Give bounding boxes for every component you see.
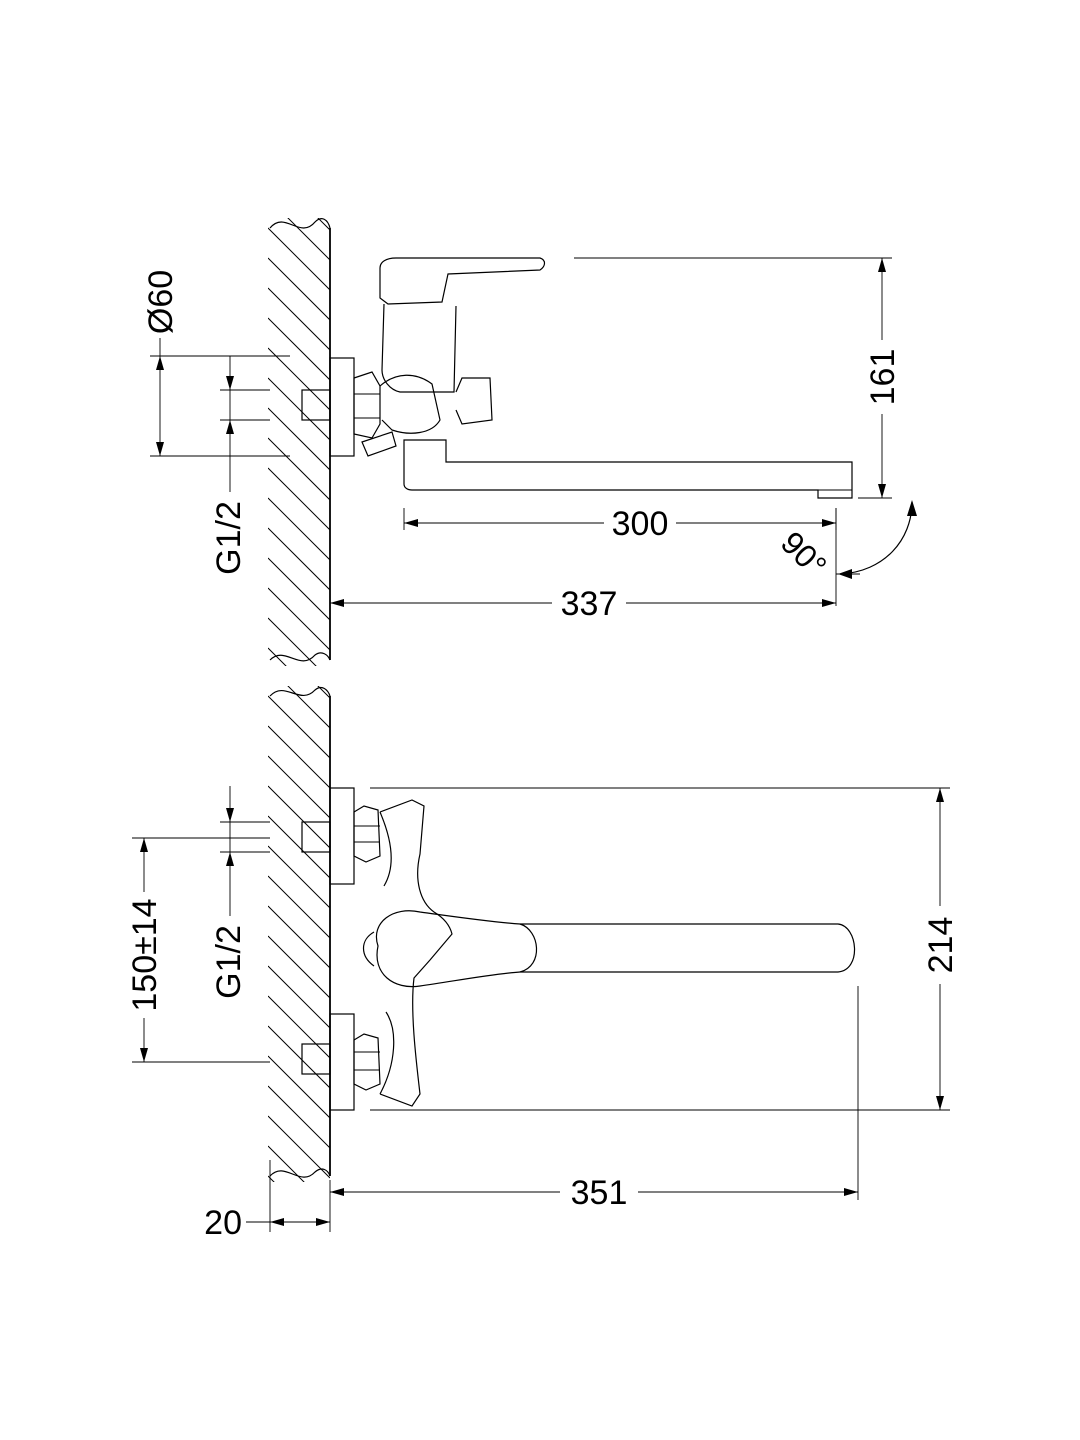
height-dimension-front: 214 [370,787,960,1111]
hatch-line [268,1206,330,1268]
length-label: 351 [571,1174,628,1212]
inlet-bottom [301,1043,331,1075]
hatch-line [268,1085,330,1149]
hatch-line [268,227,330,291]
side-left-dimensions: Ø60 G1/2 [142,270,290,575]
hatch-line [268,1025,330,1089]
wall-break-top-2 [269,686,331,697]
hatch-line [268,785,330,849]
hatch-line [268,695,330,759]
hatch-line [268,1145,305,1182]
faucet-side-body [301,257,853,499]
swivel-angle: 90° [774,500,917,606]
inlet-fitting [301,389,331,421]
wall-break-bottom [269,652,331,662]
total-depth-dimension: 337 [330,585,836,623]
hatch-line [268,377,330,441]
nut-top [353,805,381,863]
hex-nut [353,371,381,439]
hatch-line [268,347,330,411]
hatch-line [268,995,330,1059]
height-label-front: 214 [922,917,960,974]
front-lever [375,910,856,988]
lever-handle [379,257,546,305]
swivel-spout [403,439,853,499]
front-left-dimensions: 150±14 G1/2 [126,786,270,1063]
wall-section-top [268,138,331,666]
centers-label: 150±14 [126,898,164,1011]
hatch-line [268,287,330,351]
hatch-line [268,1115,330,1179]
hatch-line [268,647,287,666]
hatch-line [268,815,330,879]
cartridge-body [381,303,457,393]
front-view: 150±14 G1/2 214 351 [126,606,960,1268]
thread-label-front: G1/2 [210,925,248,999]
hatch-line [268,437,330,501]
hatch-line [317,686,330,699]
hatch-line [268,905,330,969]
hatch-line [268,875,330,939]
hatch-line [268,497,330,561]
flange-bottom [329,1013,355,1111]
hatch-line [287,218,330,261]
diameter-label: Ø60 [142,270,180,334]
spout-dimension: 300 [403,505,837,543]
total-depth-label: 337 [561,585,618,623]
hatch-line [317,218,330,231]
height-dimension-side: 161 [574,257,902,499]
nut-bottom [353,1033,381,1091]
angle-arc [839,501,913,575]
hatch-line [268,587,330,651]
spout-length-label: 300 [612,505,669,543]
hatch-line [287,686,330,729]
length-dimension-front: 351 [330,986,859,1212]
wall-flange [329,357,355,457]
flange-top [329,787,355,885]
hatch-line [268,845,330,909]
hatch-line [268,407,330,471]
inlet-top [301,821,331,853]
side-view: Ø60 G1/2 161 300 [142,138,917,666]
wall-section-bottom [268,606,331,1268]
diverter-knob [455,377,493,425]
hatch-line [268,467,330,531]
hatch-line [268,138,330,200]
hatch-line [268,617,317,666]
height-label-side: 161 [864,349,902,406]
mixer-body [379,799,453,1107]
hatch-line [268,317,330,381]
wall-thickness-dimension: 20 [204,1160,331,1242]
diverter-outlet [361,431,397,457]
hatch-line [268,527,330,591]
hatch-line [268,1175,275,1182]
wall-break-bottom-2 [269,1168,331,1178]
wall-thickness-label: 20 [204,1204,242,1242]
hatch-line [268,965,330,1029]
faucet-front-body [301,787,856,1111]
hatch-line [268,557,330,621]
thread-label-side: G1/2 [210,501,248,575]
hatch-line [268,606,330,668]
hatch-line [268,1055,330,1119]
hatch-line [268,257,330,321]
wall-break-top [269,218,331,229]
hatch-line [268,755,330,819]
valve-body [379,374,441,434]
angle-label: 90° [774,524,834,584]
hatch-line [268,725,330,789]
hatch-line [268,935,330,999]
